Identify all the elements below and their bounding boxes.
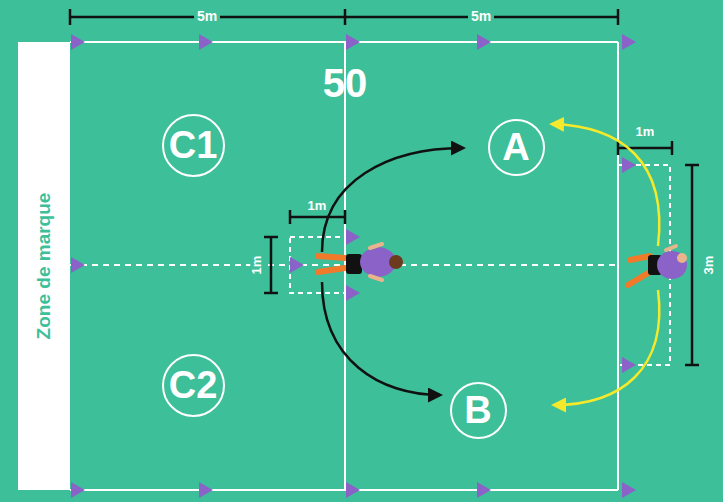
position-circle: C1 bbox=[162, 114, 225, 177]
position-letter: B bbox=[464, 389, 491, 432]
zone-label: Zone de marque bbox=[33, 193, 55, 340]
dimension-label: 3m bbox=[702, 253, 716, 278]
position-circle: B bbox=[450, 382, 507, 439]
dimension-label: 5m bbox=[194, 9, 220, 24]
score-zone-band: Zone de marque bbox=[18, 42, 70, 490]
position-circle: A bbox=[488, 119, 545, 176]
dimension-label: 1m bbox=[633, 125, 658, 139]
dimension-label: 5m bbox=[468, 9, 494, 24]
position-letter: A bbox=[502, 126, 529, 169]
position-circle: C2 bbox=[162, 354, 225, 417]
position-letter: C1 bbox=[169, 124, 218, 167]
position-letter: C2 bbox=[169, 364, 218, 407]
dimension-label: 1m bbox=[250, 253, 264, 278]
field-number: 50 bbox=[320, 61, 371, 105]
dimension-label: 1m bbox=[305, 199, 330, 213]
